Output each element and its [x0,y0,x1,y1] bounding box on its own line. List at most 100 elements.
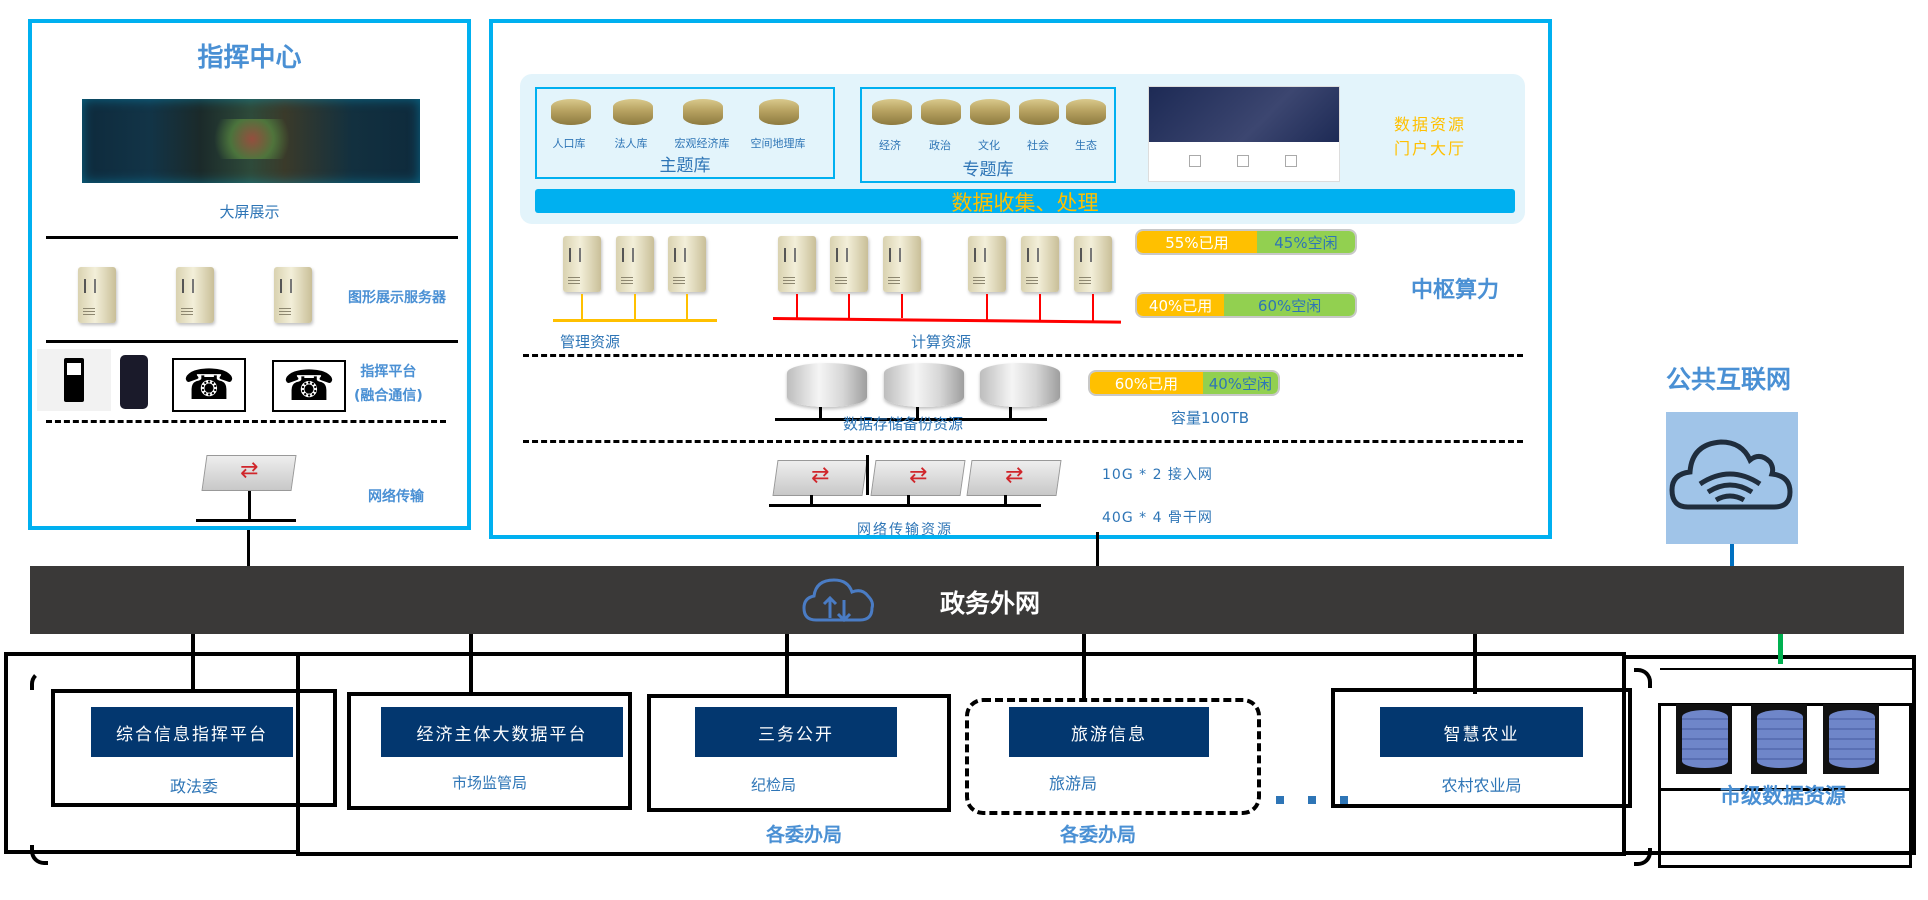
connector [1096,532,1099,566]
management-resources-label: 管理资源 [560,333,621,351]
usage-bar-management: 55%已用 45%空闲 [1135,229,1357,255]
compute-connector [1092,294,1094,322]
usage-bar-compute: 40%已用 60%空闲 [1135,292,1357,318]
data-portal-screenshot [1148,86,1340,182]
theme-library-title: 主题库 [659,156,711,176]
storage-array-icon [980,363,1060,407]
walkie-talkie-icon [120,355,148,409]
data-collection-bar: 数据收集、处理 [535,189,1515,215]
server-icon [274,267,312,323]
cloud-upload-download-icon [802,578,874,623]
department-card[interactable]: 旅游信息 旅游局 [965,698,1261,815]
divider [46,236,458,239]
connector [469,634,473,694]
ellipsis [1268,796,1358,810]
server-icon [968,236,1006,292]
topic-library-item: 经济 [879,139,901,152]
storage-array-icon [884,363,964,407]
department-card[interactable]: 经济主体大数据平台 市场监管局 [347,692,632,810]
network-switch-icon [201,455,297,491]
server-icon [1074,236,1112,292]
usage-bar-used: 60%已用 [1090,372,1203,394]
group-label: 各委办局 [766,824,843,846]
network-resources-label: 网络传输资源 [857,522,953,538]
database-icon [921,99,961,125]
mgmt-connector [686,294,688,320]
connector [866,455,869,495]
usage-bar-free: 60%空闲 [1224,294,1355,316]
connector [247,530,250,566]
server-icon [830,236,868,292]
access-network-label: 10G * 2 接入网 [1102,467,1213,483]
departments-frame [296,652,1626,856]
command-center-panel: 指挥中心 大屏展示 图形展示服务器 ☎ ☎ 指挥平台 (融合通信) 网络传输 [28,19,471,530]
server-icon [1021,236,1059,292]
connector [916,407,919,419]
usage-bar-free: 45%空闲 [1256,231,1355,253]
mgmt-bus-line [553,319,717,322]
server-icon [563,236,601,292]
dashed-divider [523,440,1523,443]
divider [1658,788,1912,791]
server-icon [616,236,654,292]
theme-library-item: 人口库 [552,137,586,150]
mobile-phone-icon [37,349,111,411]
compute-connector [986,294,988,322]
departments-outer-frame [4,652,298,854]
department-card[interactable]: 三务公开 纪检局 [647,694,951,812]
connector [248,491,251,521]
platform-title: 三务公开 [695,707,897,757]
data-center-panel: 人口库 法人库 宏观经济库 空间地理库 主题库 经济 政治 文化 社会 生态 专… [489,19,1552,539]
dashed-divider [46,420,446,423]
connector [191,634,195,690]
internet-connector [1730,544,1734,566]
database-icon [1823,704,1879,774]
server-icon [176,267,214,323]
usage-bar-storage: 60%已用 40%空闲 [1088,370,1280,396]
city-data-connector [1778,634,1783,664]
dashed-divider [523,354,1523,357]
usage-bar-used: 40%已用 [1137,294,1225,316]
network-switch-icon [966,460,1062,496]
mgmt-connector [634,294,636,320]
department-card[interactable]: 综合信息指挥平台 政法委 [51,689,337,807]
server-icon [668,236,706,292]
capacity-label: 容量100TB [1171,409,1250,427]
database-icon [613,99,653,125]
connector [1004,495,1007,505]
divider [46,340,458,343]
storage-bus-line [775,418,1047,421]
bracket-left-top [30,670,48,690]
connector [1082,634,1086,698]
graphics-servers-label: 图形展示服务器 [348,290,446,306]
theme-library-item: 空间地理库 [750,137,806,150]
agency-label: 政法委 [169,777,218,796]
connector [810,495,813,505]
platform-title: 综合信息指挥平台 [91,707,293,757]
database-icon [872,99,912,125]
network-bus-line [769,504,1041,507]
topic-library-item: 政治 [929,139,951,152]
connector [785,634,789,696]
database-icon [970,99,1010,125]
department-card[interactable]: 智慧农业 农村农业局 [1331,688,1632,808]
platform-title: 旅游信息 [1009,707,1209,757]
city-data-frame [1624,655,1916,855]
group-label: 各委办局 [1060,824,1137,846]
public-internet-label: 公共互联网 [1666,365,1792,394]
database-icon [1066,99,1106,125]
agency-label: 旅游局 [1049,774,1098,793]
connector [1473,634,1477,694]
compute-connector [901,294,903,318]
network-switch-icon [772,460,868,496]
theme-library-box: 人口库 法人库 宏观经济库 空间地理库 主题库 [535,87,835,179]
core-computing-label: 中枢算力 [1411,278,1500,303]
city-data-top-line [1660,668,1916,670]
bracket-right-bottom [1634,848,1652,866]
big-screen-label: 大屏展示 [219,203,280,221]
connector [907,495,910,505]
network-switch-icon [870,460,966,496]
compute-bus-line [772,317,1121,324]
usage-bar-used: 55%已用 [1137,231,1257,253]
backbone-network-label: 40G * 4 骨干网 [1102,510,1213,526]
